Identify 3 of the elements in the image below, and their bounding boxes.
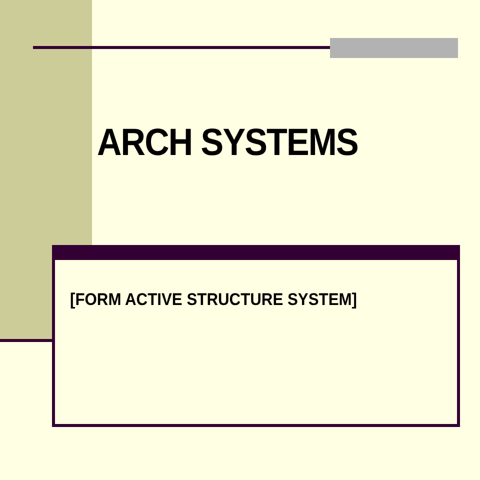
- slide-title: ARCH SYSTEMS: [97, 122, 358, 165]
- subtitle-text: [FORM ACTIVE STRUCTURE SYSTEM]: [70, 290, 358, 310]
- subtitle-panel: [52, 245, 460, 427]
